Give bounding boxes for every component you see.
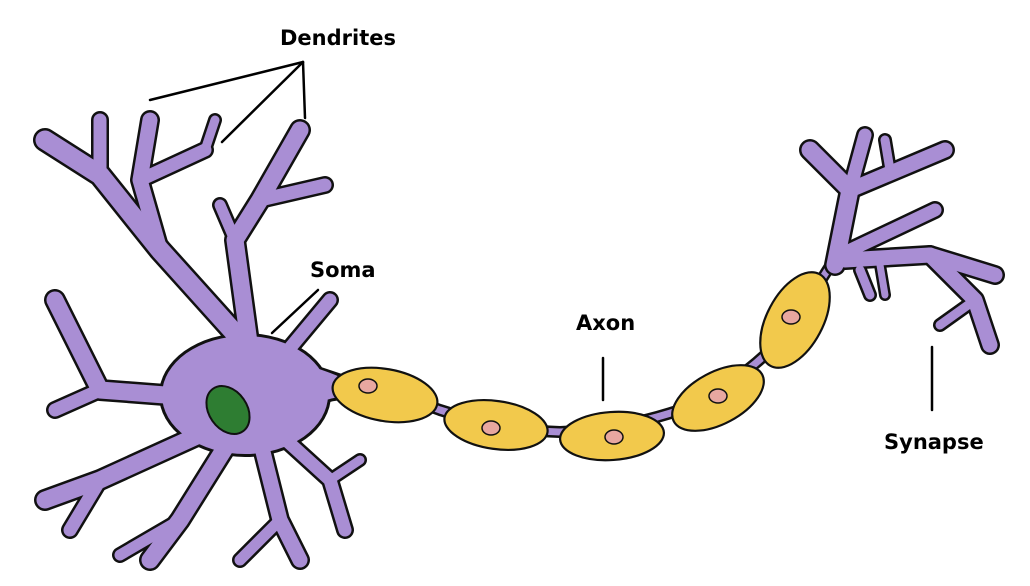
axon-terminals — [799, 126, 1005, 355]
myelin-sheath — [331, 271, 831, 462]
myelin-segment — [671, 364, 765, 432]
dendrite-fill — [35, 112, 365, 569]
labels: Dendrites Soma Axon Synapse — [280, 26, 984, 454]
leader-lines — [148, 60, 934, 412]
soma-and-dendrites — [33, 110, 367, 571]
terminal-fill — [801, 128, 1003, 353]
schwann-nucleus — [781, 309, 801, 325]
schwann-nucleus — [358, 378, 378, 394]
dendrites-leader-line — [148, 60, 305, 102]
soma-label: Soma — [310, 258, 376, 282]
dendrites-label: Dendrites — [280, 26, 396, 50]
axon-label: Axon — [576, 311, 635, 335]
myelin-segment — [331, 366, 439, 424]
myelin-segment — [759, 271, 831, 369]
dendrites-leader-line — [220, 60, 305, 144]
soma-leader-line — [270, 288, 320, 335]
dendrites-leader-line — [301, 60, 307, 120]
soma-nucleus — [205, 385, 251, 435]
schwann-nucleus — [481, 420, 501, 436]
synapse-label: Synapse — [884, 430, 984, 454]
schwann-nucleus — [708, 388, 728, 404]
schwann-nucleus — [604, 429, 624, 445]
myelin-segment — [443, 399, 549, 451]
myelin-segment — [558, 410, 666, 462]
soma-body — [162, 336, 328, 454]
axon-hillock — [300, 363, 342, 416]
